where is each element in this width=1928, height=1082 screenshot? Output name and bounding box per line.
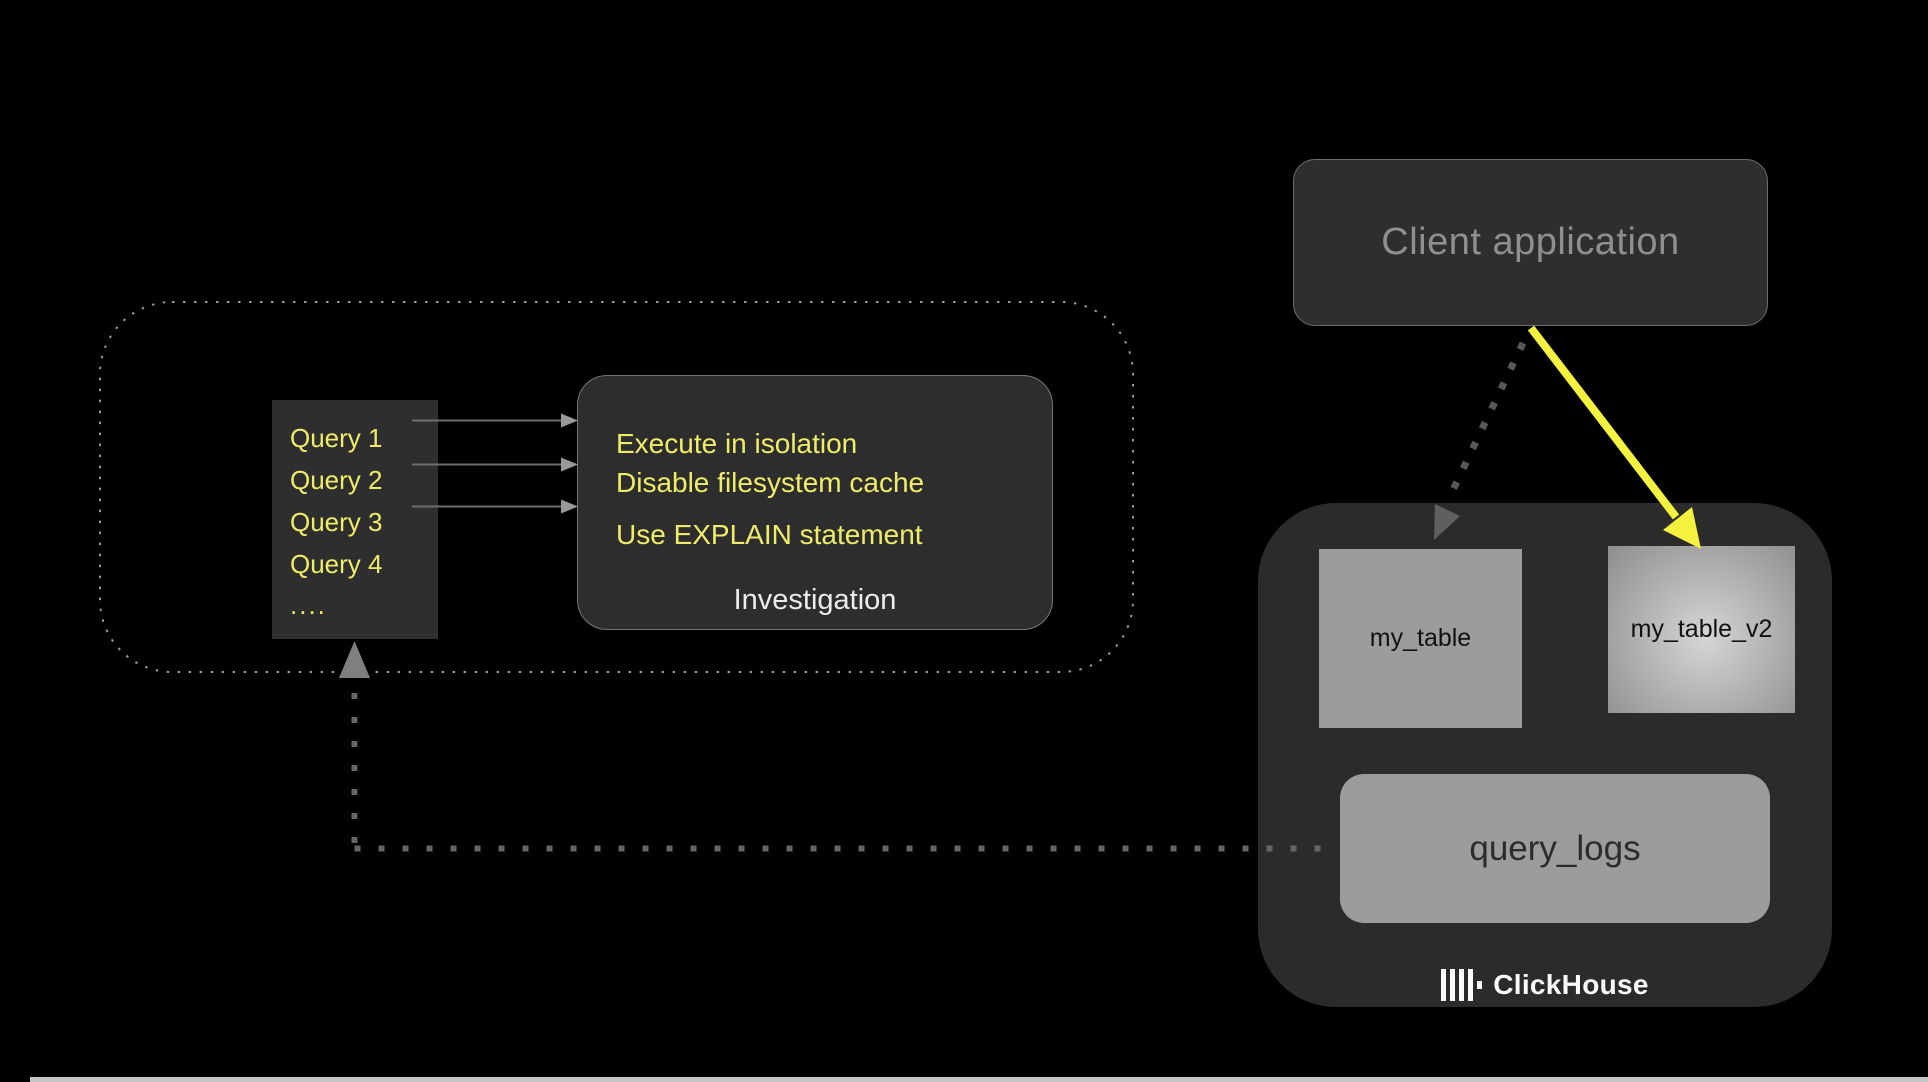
query-item-1: Query 1 [290, 423, 383, 453]
tip-disable-fs-cache: Disable filesystem cache [616, 467, 925, 498]
client-application-label: Client application [1381, 221, 1680, 263]
query-item-2: Query 2 [290, 465, 383, 495]
dotted-diagonal-line [1448, 341, 1527, 494]
investigation-box: Execute in isolation Disable filesystem … [577, 375, 1053, 630]
query-arrow-head-2 [561, 457, 578, 472]
my-table-v2-label: my_table_v2 [1630, 615, 1773, 643]
bottom-edge-strip [30, 1077, 1928, 1082]
my-table-box: my_table [1319, 549, 1522, 728]
query-item-3: Query 3 [290, 507, 383, 537]
query-arrow-head-3 [561, 499, 578, 514]
clickhouse-brand-text: ClickHouse [1493, 969, 1649, 1000]
clickhouse-logo-icon [1441, 969, 1483, 1001]
query-logs-label: query_logs [1469, 828, 1641, 868]
query-item-4: Query 4 [290, 549, 383, 579]
query-arrow-head-1 [561, 413, 578, 428]
tip-use-explain: Use EXPLAIN statement [616, 519, 923, 550]
query-item-ellipsis: .... [290, 590, 327, 620]
my-table-v2-box: my_table_v2 [1608, 546, 1795, 713]
feedback-path [339, 641, 1338, 852]
client-application-box: Client application [1293, 159, 1768, 326]
query-logs-box: query_logs [1340, 774, 1770, 923]
feedback-arrow-up-icon [339, 641, 370, 678]
clickhouse-brand: ClickHouse [1258, 965, 1832, 1005]
investigation-caption: Investigation [733, 584, 897, 616]
queries-box: Query 1 Query 2 Query 3 Query 4 .... [272, 400, 438, 639]
yellow-arrow-line [1527, 325, 1680, 520]
tip-execute-isolation: Execute in isolation [616, 428, 858, 459]
my-table-label: my_table [1369, 624, 1472, 652]
